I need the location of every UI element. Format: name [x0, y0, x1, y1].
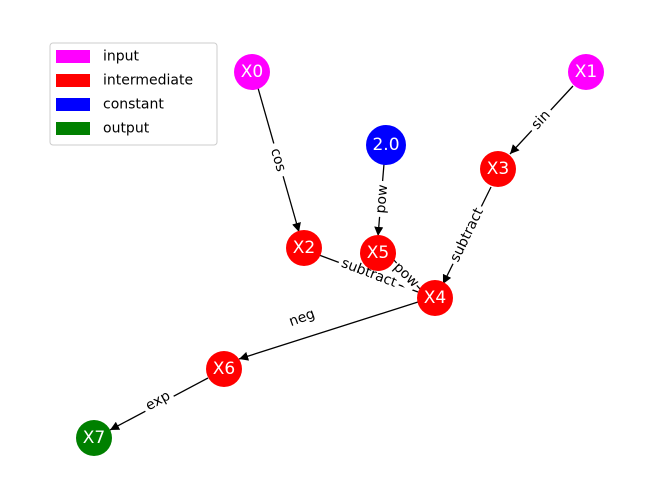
legend-label-input: input [103, 49, 140, 65]
node-x2-label: X2 [293, 238, 315, 258]
legend-item-intermediate: intermediate [56, 73, 193, 89]
node-x7-label: X7 [83, 428, 105, 448]
node-constant-label: 2.0 [372, 135, 399, 155]
legend-label-output: output [103, 121, 150, 137]
legend-label-intermediate: intermediate [103, 73, 193, 89]
legend-label-constant: constant [103, 97, 164, 113]
node-x0-label: X0 [241, 62, 263, 82]
edge-x4-x6 [238, 301, 419, 361]
edge-label-pow-const: pow [373, 184, 391, 214]
legend-frame [49, 42, 218, 146]
node-x1-label: X1 [575, 62, 597, 82]
edge-label-cos: cos [267, 146, 289, 173]
legend: input intermediate constant output [49, 42, 218, 146]
legend-swatch-constant [56, 98, 90, 111]
node-x7: X7 [76, 420, 112, 456]
node-x3-label: X3 [487, 159, 509, 179]
legend-swatch-intermediate [56, 74, 90, 87]
edge-labels: cos sin pow subtract subtract pow neg e [139, 102, 558, 418]
legend-item-output: output [56, 121, 150, 137]
nodes: X0 X1 2.0 X3 X2 X5 X4 X6 [76, 54, 604, 456]
node-x6: X6 [206, 351, 242, 387]
edge-label-neg: neg [287, 306, 317, 330]
node-constant: 2.0 [366, 125, 406, 165]
node-x4: X4 [417, 280, 453, 316]
node-x6-label: X6 [213, 359, 235, 379]
node-x4-label: X4 [424, 288, 446, 308]
node-x3: X3 [480, 151, 516, 187]
node-x5: X5 [360, 235, 396, 271]
node-x1: X1 [568, 54, 604, 90]
legend-item-input: input [56, 49, 140, 65]
legend-item-constant: constant [56, 97, 164, 113]
node-x5-label: X5 [367, 243, 389, 263]
legend-swatch-output [56, 122, 90, 135]
node-x2: X2 [286, 230, 322, 266]
node-x0: X0 [234, 54, 270, 90]
legend-swatch-input [56, 50, 90, 63]
